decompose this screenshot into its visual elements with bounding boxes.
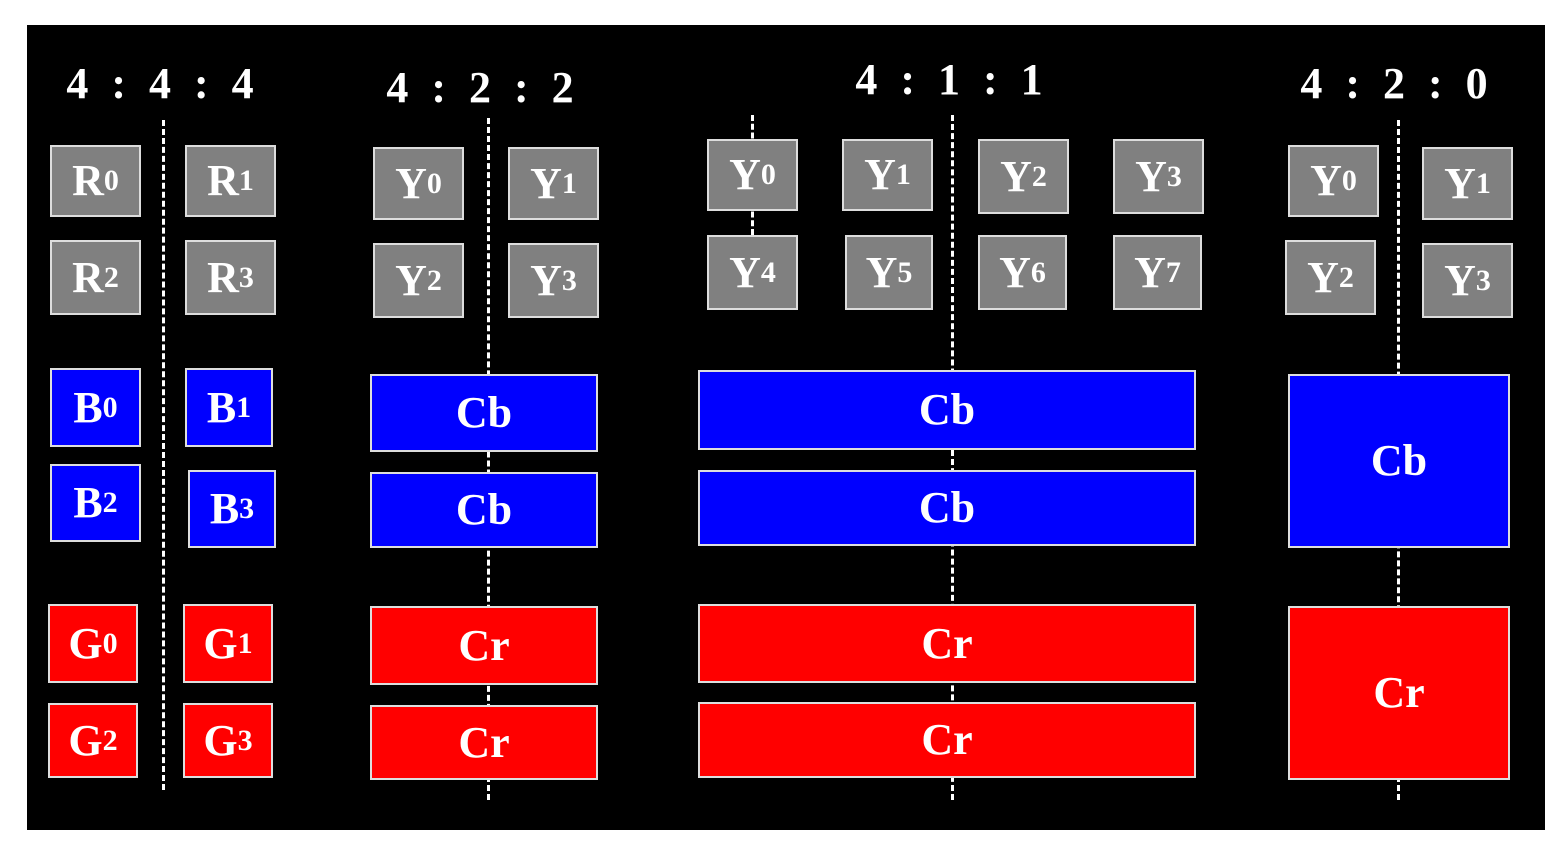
block-label: Y (1444, 158, 1476, 208)
block-label: Y (729, 150, 761, 199)
block-label: Cr (921, 715, 973, 764)
sample-block-cr: Cr (370, 705, 598, 780)
block-label: R (207, 156, 239, 205)
dashed-divider-line (487, 118, 490, 800)
block-label: Cr (1373, 668, 1425, 717)
dashed-divider-line (951, 115, 954, 800)
block-label: Y (729, 247, 761, 297)
section-title: 4 : 1 : 1 (855, 55, 1049, 104)
block-label: Y (864, 150, 896, 199)
block-label: G (68, 618, 103, 668)
block-label: R (72, 156, 104, 205)
section-title: 4 : 2 : 2 (386, 63, 580, 112)
block-label: Y (1000, 151, 1032, 201)
sample-block-cb: Cb (698, 470, 1196, 546)
block-label: B (73, 478, 103, 527)
sample-block-cb: Cb (370, 472, 598, 548)
sample-block-cr: Cr (1288, 606, 1510, 780)
block-label: Y (1444, 255, 1476, 305)
block-label: Cb (918, 483, 976, 532)
block-label: Y (395, 158, 427, 208)
sample-block-cb: Cb (370, 374, 598, 452)
block-label: G (203, 618, 238, 668)
sample-block-cr: Cr (698, 702, 1196, 778)
section-title: 4 : 4 : 4 (66, 59, 260, 108)
block-label: Y (1135, 151, 1167, 201)
block-label: Y (999, 247, 1031, 297)
block-label: B (73, 382, 103, 432)
block-label: Y (1310, 156, 1342, 205)
block-label: Cr (458, 717, 510, 767)
block-label: Y (395, 255, 427, 305)
block-label: B (209, 484, 240, 533)
dashed-divider-line (162, 120, 165, 790)
block-label: Cb (1370, 436, 1428, 485)
block-label: Y (1307, 252, 1339, 302)
block-label: R (72, 252, 104, 302)
sample-block-cb: Cb (1288, 374, 1510, 548)
block-label: G (203, 715, 238, 765)
block-label: Cb (918, 385, 976, 434)
block-label: Cb (455, 388, 513, 437)
block-label: Y (865, 247, 898, 297)
block-label: Cb (455, 485, 513, 534)
section-title: 4 : 2 : 0 (1300, 59, 1494, 108)
block-label: Cr (458, 620, 510, 670)
block-label: Y (1134, 247, 1166, 297)
block-label: Y (530, 158, 562, 208)
block-label: Y (530, 255, 562, 305)
block-label: Cr (921, 618, 973, 668)
sample-block-cb: Cb (698, 370, 1196, 450)
block-label: G (68, 715, 103, 765)
sample-block-cr: Cr (698, 604, 1196, 683)
block-label: R (207, 252, 239, 302)
sample-block-cr: Cr (370, 606, 598, 685)
block-label: B (206, 382, 237, 432)
